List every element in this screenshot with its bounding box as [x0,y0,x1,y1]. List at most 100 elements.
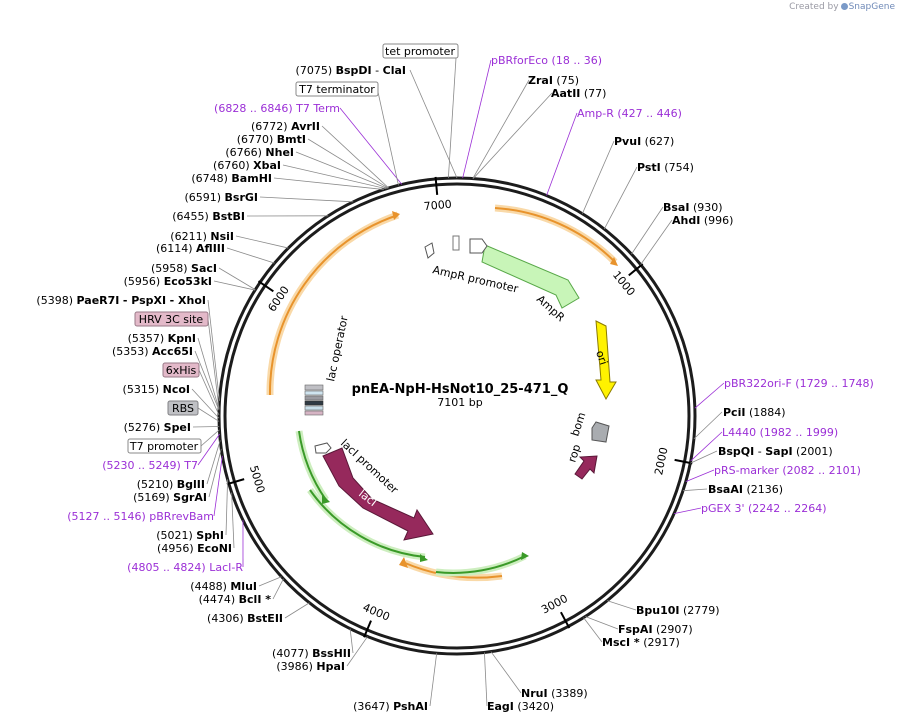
leader-line [194,350,220,411]
tick-mark [674,458,693,465]
leader-line [673,507,702,515]
enzyme-label: (4474) BclI * [199,593,272,606]
label-leader-lines [191,57,725,707]
enzyme-label: AhdI (996) [672,214,733,227]
snapgene-logo-icon [840,3,848,10]
enzyme-label: FspAI (2907) [618,623,693,636]
tick-label: 5000 [247,464,267,495]
orange-arrowhead-2 [610,257,618,266]
leader-line [447,57,457,179]
plasmid-length: 7101 bp [437,396,482,409]
leader-line [472,79,530,179]
leader-line [472,92,553,179]
green-arrowhead-2 [420,554,428,562]
enzyme-label: (6114) AflIII [156,242,225,255]
tick-label: 2000 [652,446,670,476]
primer-label: Amp-R (427 .. 446) [577,107,682,120]
enzyme-label: (5958) SacI [151,262,217,275]
green-arc-2 [309,489,426,558]
ampr-feature [481,244,580,309]
enzyme-label: Bpu10I (2779) [636,604,720,617]
primer-label: (5230 .. 5249) T7 [102,459,198,472]
leader-line [462,59,492,179]
enzyme-label: BsaAI (2136) [708,483,783,496]
enzyme-label: (6748) BamHI [191,172,272,185]
leader-line [694,382,725,409]
t7-promoter-label: T7 promoter [129,440,199,453]
hatched-site-top [452,235,460,251]
ampr-promoter-feature [469,238,488,254]
leader-line [197,337,220,410]
enzyme-label: PciI (1884) [723,406,786,419]
leader-line [682,488,708,492]
leader-line [218,267,256,291]
leader-line [198,369,220,416]
primer-label: (4805 .. 4824) LacI-R [127,561,243,574]
leader-line [693,411,723,440]
t7-promoter-box [127,438,202,454]
tick-mark [560,611,571,629]
enzyme-label: NruI (3389) [521,687,588,700]
leader-line [258,576,282,587]
leader-line [490,651,522,694]
enzyme-label: (3986) HpaI [276,660,345,673]
enzyme-label: (4077) BssHII [272,647,351,660]
orange-arrowhead-1 [392,211,400,220]
leader-line [307,138,389,189]
enzyme-label: (6766) NheI [225,146,294,159]
lac-operator-label: lac operator [324,314,351,382]
tick-label: 4000 [361,601,392,624]
enzyme-label: (5353) Acc65I [112,345,193,358]
enzyme-label: EagI (3420) [487,700,554,713]
leader-line [206,440,221,485]
leader-line [690,450,718,464]
leader-line [192,426,220,428]
leader-line [546,112,578,196]
tet-region-arrow [424,242,435,259]
leader-line [207,299,220,401]
bom-feature [591,421,610,443]
leader-line [685,469,715,483]
rop-feature [574,455,598,480]
enzyme-label: (5210) BglII [137,478,205,491]
green-arrowhead-1 [322,494,330,504]
primer-label: L4440 (1982 .. 1999) [722,426,838,439]
primer-label: pBR322ori-F (1729 .. 1748) [724,377,874,390]
tick-mark [434,176,439,195]
t7-terminator-box [295,81,379,97]
primer-label: (6828 .. 6846) T7 Term [214,102,340,115]
rbs-label: RBS [172,402,194,415]
enzyme-label: (5315) NcoI [123,383,190,396]
leader-line [273,177,384,190]
tet-promoter-box [382,43,459,59]
leader-line [191,388,220,419]
orange-arc-halo-2 [494,204,618,265]
enzyme-label: (4488) MluI [190,580,257,593]
orange-arc-1 [268,214,399,396]
ori-feature [595,320,617,401]
enzyme-label: (4956) EcoNI [157,542,232,555]
leader-line [197,407,220,422]
tick-label: 7000 [423,198,452,213]
leader-line [213,280,256,291]
t7-terminator-label: T7 terminator [298,83,375,96]
laci-feature [322,447,434,541]
tick-mark [226,478,245,486]
leader-line [231,492,235,549]
tick-mark [628,263,644,277]
enzyme-label: BsaI (930) [663,201,723,214]
enzyme-label: (6770) BmtI [237,133,306,146]
leader-line [207,318,220,409]
primer-label: pRS-marker (2082 .. 2101) [714,464,861,477]
primer-label: pBRforEco (18 .. 36) [491,54,602,67]
leader-line [295,151,388,189]
enzyme-label: (5276) SpeI [124,421,191,434]
enzyme-label: (5169) SgrAI [133,491,207,504]
enzyme-label: ZraI (75) [528,74,579,87]
leader-line [235,235,289,249]
leader-line [607,600,637,611]
leader-line [346,636,368,667]
leader-line [208,448,222,498]
